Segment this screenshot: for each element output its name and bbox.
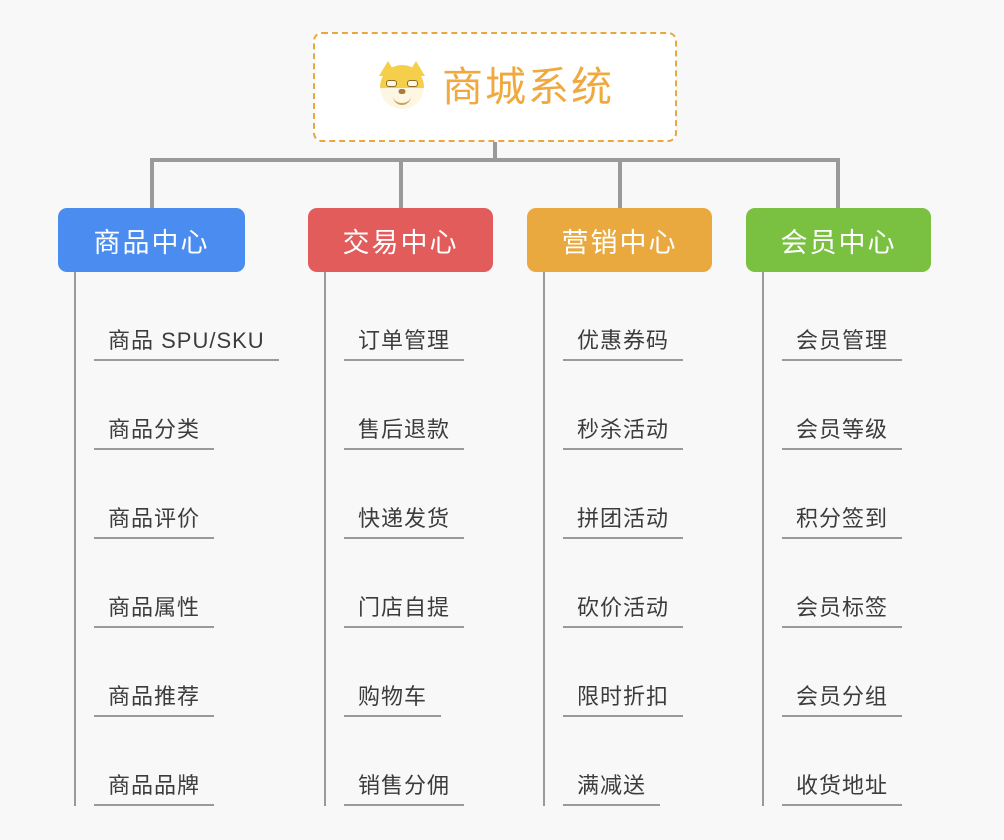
leaf-item-label: 销售分佣 (344, 773, 465, 806)
leaf-item[interactable]: 会员分组 (782, 628, 931, 717)
leaf-item[interactable]: 秒杀活动 (563, 361, 712, 450)
category-column-product-center: 商品中心商品 SPU/SKU 商品分类商品评价商品属性商品推荐商品品牌 (58, 208, 279, 806)
leaf-list-trade-center: 订单管理售后退款快递发货门店自提购物车销售分佣 (324, 272, 493, 806)
category-header-marketing-center[interactable]: 营销中心 (527, 208, 712, 272)
leaf-item-label: 会员等级 (782, 417, 903, 450)
leaf-item-label: 砍价活动 (563, 595, 684, 628)
root-title: 商城系统 (442, 63, 614, 110)
connector-root-stem (493, 142, 497, 162)
category-header-label: 会员中心 (780, 227, 897, 258)
leaf-item-label: 商品品牌 (94, 773, 215, 806)
leaf-item[interactable]: 门店自提 (344, 539, 493, 628)
leaf-item-label: 收货地址 (782, 773, 903, 806)
connector-horizontal-bus (150, 158, 840, 162)
leaf-item[interactable]: 会员管理 (782, 272, 931, 361)
leaf-list-member-center: 会员管理会员等级积分签到会员标签会员分组收货地址 (762, 272, 931, 806)
leaf-item-label: 会员标签 (782, 595, 903, 628)
leaf-item[interactable]: 商品分类 (94, 361, 245, 450)
category-header-label: 营销中心 (561, 227, 678, 258)
leaf-item-label: 商品属性 (94, 595, 215, 628)
connector-drop-marketing-center (618, 160, 622, 208)
leaf-item-label: 会员管理 (782, 328, 903, 361)
leaf-item-label: 订单管理 (344, 328, 465, 361)
leaf-list-product-center: 商品 SPU/SKU 商品分类商品评价商品属性商品推荐商品品牌 (74, 272, 279, 806)
leaf-item-label: 秒杀活动 (563, 417, 684, 450)
leaf-item-label: 购物车 (344, 684, 442, 717)
connector-drop-product-center (150, 160, 154, 208)
leaf-item[interactable]: 积分签到 (782, 450, 931, 539)
leaf-item[interactable]: 商品 SPU/SKU (94, 272, 279, 361)
leaf-item[interactable]: 购物车 (344, 628, 493, 717)
shiba-dog-face-icon (376, 61, 428, 113)
leaf-item[interactable]: 满减送 (563, 717, 712, 806)
connector-drop-member-center (836, 160, 840, 208)
leaf-item-label: 商品评价 (94, 506, 215, 539)
leaf-item[interactable]: 商品品牌 (94, 717, 245, 806)
category-column-member-center: 会员中心会员管理会员等级积分签到会员标签会员分组收货地址 (746, 208, 931, 806)
leaf-item-label: 门店自提 (344, 595, 465, 628)
leaf-list-marketing-center: 优惠券码秒杀活动拼团活动砍价活动限时折扣满减送 (543, 272, 712, 806)
leaf-item-label: 满减送 (563, 773, 661, 806)
leaf-item-label: 拼团活动 (563, 506, 684, 539)
leaf-item[interactable]: 会员标签 (782, 539, 931, 628)
leaf-item-label: 优惠券码 (563, 328, 684, 361)
leaf-item-label: 快递发货 (344, 506, 465, 539)
leaf-item[interactable]: 商品推荐 (94, 628, 245, 717)
connector-trunk-product-center (74, 272, 76, 806)
connector-trunk-marketing-center (543, 272, 545, 806)
leaf-item-label: 售后退款 (344, 417, 465, 450)
connector-trunk-member-center (762, 272, 764, 806)
category-column-trade-center: 交易中心订单管理售后退款快递发货门店自提购物车销售分佣 (308, 208, 493, 806)
leaf-item-label: 商品分类 (94, 417, 215, 450)
leaf-item[interactable]: 收货地址 (782, 717, 931, 806)
category-header-member-center[interactable]: 会员中心 (746, 208, 931, 272)
leaf-item[interactable]: 商品属性 (94, 539, 245, 628)
category-header-trade-center[interactable]: 交易中心 (308, 208, 493, 272)
connector-drop-trade-center (399, 160, 403, 208)
leaf-item[interactable]: 会员等级 (782, 361, 931, 450)
category-header-product-center[interactable]: 商品中心 (58, 208, 245, 272)
leaf-item[interactable]: 优惠券码 (563, 272, 712, 361)
category-header-label: 交易中心 (342, 227, 459, 258)
leaf-item-label: 限时折扣 (563, 684, 684, 717)
leaf-item[interactable]: 商品评价 (94, 450, 245, 539)
leaf-item[interactable]: 订单管理 (344, 272, 493, 361)
leaf-item-label: 积分签到 (782, 506, 903, 539)
leaf-item[interactable]: 快递发货 (344, 450, 493, 539)
leaf-item[interactable]: 限时折扣 (563, 628, 712, 717)
leaf-item[interactable]: 销售分佣 (344, 717, 493, 806)
leaf-item[interactable]: 砍价活动 (563, 539, 712, 628)
leaf-item-label: 商品推荐 (94, 684, 215, 717)
leaf-item-label: 商品 SPU/SKU (94, 328, 279, 361)
root-node[interactable]: 商城系统 (313, 32, 677, 142)
category-column-marketing-center: 营销中心优惠券码秒杀活动拼团活动砍价活动限时折扣满减送 (527, 208, 712, 806)
category-header-label: 商品中心 (93, 227, 210, 258)
leaf-item[interactable]: 售后退款 (344, 361, 493, 450)
connector-trunk-trade-center (324, 272, 326, 806)
leaf-item-label: 会员分组 (782, 684, 903, 717)
leaf-item[interactable]: 拼团活动 (563, 450, 712, 539)
